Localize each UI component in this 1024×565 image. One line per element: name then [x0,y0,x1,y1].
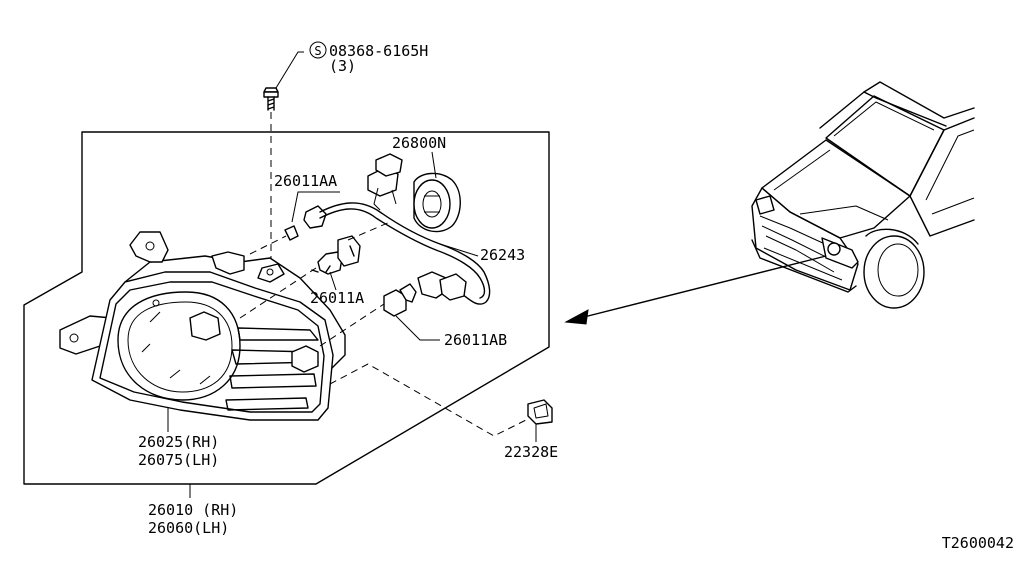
s-symbol-icon [309,41,327,59]
bulb-side-leader [395,315,440,341]
screw-leader [275,51,304,89]
bulb-main-leader [329,271,337,291]
harness-leader [439,243,479,257]
locator-arrow-line [579,255,827,319]
bulb-socket-aa-icon [284,205,327,241]
label-clip: 22328E [504,443,558,461]
label-bulb-side: 26011AB [444,331,507,349]
bulb-side-icon [383,283,417,317]
clip-dash [329,363,527,437]
connector-cap-icon [413,172,461,233]
wiring-harness [319,153,491,305]
clip-icon [527,399,553,425]
label-screw-qty: (3) [329,57,356,75]
label-assembly-lh: 26060(LH) [148,519,229,537]
figure-id: T2600042 [942,534,1014,552]
label-harness: 26243 [480,246,525,264]
label-assembly-rh: 26010 (RH) [148,501,238,519]
socket-aa-leader [291,191,340,223]
bulb-side-dash [319,303,385,347]
headlamp-housing [59,231,346,421]
label-lens-lh: 26075(LH) [138,451,219,469]
assembly-frame [23,131,550,485]
cap-leader [431,151,437,179]
label-bulb-socket-aa: 26011AA [274,172,337,190]
bulb-main-dash [347,221,391,241]
bulb-main-icon [311,235,361,275]
socket-aa-dash [249,235,287,255]
screw-icon [263,87,279,111]
label-screw-number: 08368-6165H [329,42,428,60]
label-lens-rh: 26025(RH) [138,433,219,451]
bulb-main-axis [239,267,317,319]
s-symbol-label: S [314,44,321,58]
side-lamp-socket [291,345,319,373]
vehicle-sketch [751,81,975,309]
label-bulb-main: 26011A [310,289,364,307]
arrow-head-icon [564,309,589,325]
label-connector-cap: 26800N [392,134,446,152]
